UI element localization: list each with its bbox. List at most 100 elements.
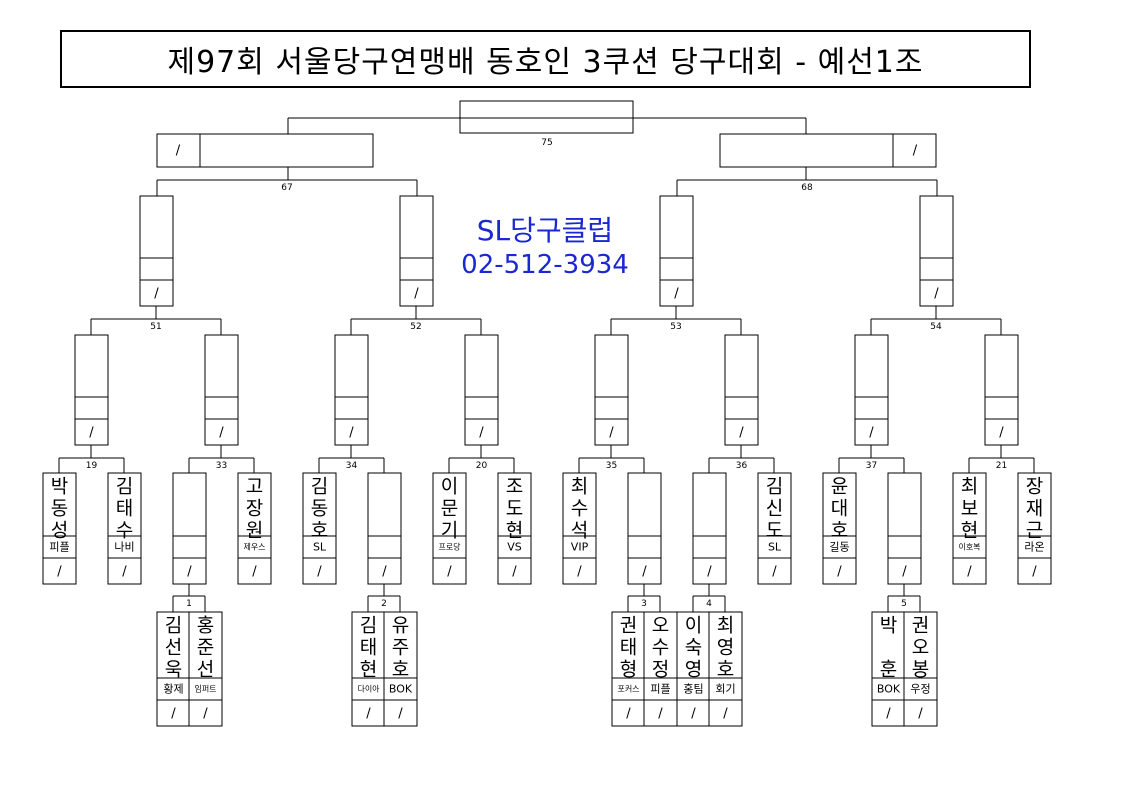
score-mark: / [447,565,452,580]
bracket-slot [562,472,597,585]
player-name-char: 정 [652,659,669,681]
score-mark: / [902,565,907,580]
player-name-char: 성 [51,520,68,542]
player-name-char: 현 [961,520,978,542]
bracket-slot [903,611,938,727]
bracket-slot [156,611,191,727]
score-mark: / [219,426,224,441]
player-name-char: 준 [197,637,214,659]
player-name-char: 호 [392,659,409,681]
player-name-char: 수 [571,498,588,520]
player-name-char: 이 [441,476,458,498]
player-name-char: 석 [571,520,588,542]
match-number: 68 [801,183,813,193]
score-mark: / [171,707,176,722]
bracket-slot [302,472,337,585]
player-club: 황제 [163,683,183,696]
player-name-char: 재 [1026,498,1043,520]
player-name-char: 유 [392,615,409,637]
match-number: 4 [706,599,712,609]
player-name-char: 홍 [197,615,214,637]
bracket-slot [611,611,646,727]
score-mark: / [967,565,972,580]
final-winner-box [459,100,634,134]
player-name-char: 기 [441,520,458,542]
bracket-slot [497,472,532,585]
score-mark: / [577,565,582,580]
bracket-slot [984,334,1019,446]
score-mark: / [414,287,419,302]
player-club: 프로당 [438,542,461,552]
player-name-char: 최 [717,615,734,637]
player-name-char: 호 [717,659,734,681]
player-name-char: 오 [912,637,929,659]
player-name-char: 도 [506,498,523,520]
club-phone: 02-512-3934 [461,250,629,280]
player-name-char: 태 [116,498,133,520]
player-name-char: 선 [197,659,214,681]
player-club: VIP [571,541,589,554]
match-number: 21 [996,461,1007,471]
bracket-slot [351,611,386,727]
match-number: 51 [150,322,161,332]
score-mark: / [203,707,208,722]
player-name-char: 오 [652,615,669,637]
match-number: 75 [541,138,552,148]
player-club: VS [507,541,522,554]
match-number: 33 [216,461,227,471]
player-club: 나비 [114,541,134,554]
match-number: 54 [930,322,942,332]
score-mark: / [349,426,354,441]
score-mark: / [398,707,403,722]
match-number: 34 [346,461,358,471]
player-name-char: 현 [506,520,523,542]
player-name-char: 주 [392,637,409,659]
player-name-char: 문 [441,498,458,520]
bracket-slot [594,334,629,446]
player-name-char: 형 [620,659,637,681]
player-name-char: 호 [311,520,328,542]
bracket-slot [334,334,369,446]
bracket-slot [757,472,792,585]
score-mark: / [707,565,712,580]
player-name-char: 욱 [165,659,182,681]
player-name-char: 태 [620,637,637,659]
semi-left-box [156,133,374,168]
bracket-slot [676,611,711,727]
player-name-char: 장 [246,498,263,520]
bracket-slot [74,334,109,446]
player-club: 라온 [1024,541,1044,554]
player-name-char: 고 [246,476,263,498]
player-name-char: 호 [831,520,848,542]
player-club: BOK [877,683,901,696]
player-name-char: 태 [360,637,377,659]
match-number: 19 [86,461,98,471]
score-mark: / [999,426,1004,441]
score-mark: / [57,565,62,580]
player-club: 회기 [715,683,735,696]
player-name-char: 도 [766,520,783,542]
bracket-slot [887,472,922,585]
match-number: 52 [410,322,421,332]
score-mark: / [918,707,923,722]
bracket-slot [822,472,857,585]
score-mark: / [869,426,874,441]
player-name-char: 권 [912,615,929,637]
match-number: 37 [866,461,877,471]
bracket-slot [692,472,727,585]
score-mark: / [913,144,918,159]
player-name-char: 보 [961,498,978,520]
bracket-slot [1017,472,1052,585]
player-name-char: 박 [880,615,897,637]
semi-right-box [719,133,937,168]
score-mark: / [187,565,192,580]
score-mark: / [626,707,631,722]
player-name-char: 동 [311,498,328,520]
bracket-slot [42,472,77,585]
bracket-slot [432,472,467,585]
player-name-char: 장 [1026,476,1043,498]
player-name-char: 영 [685,659,702,681]
score-mark: / [252,565,257,580]
bracket-slot [367,472,402,585]
